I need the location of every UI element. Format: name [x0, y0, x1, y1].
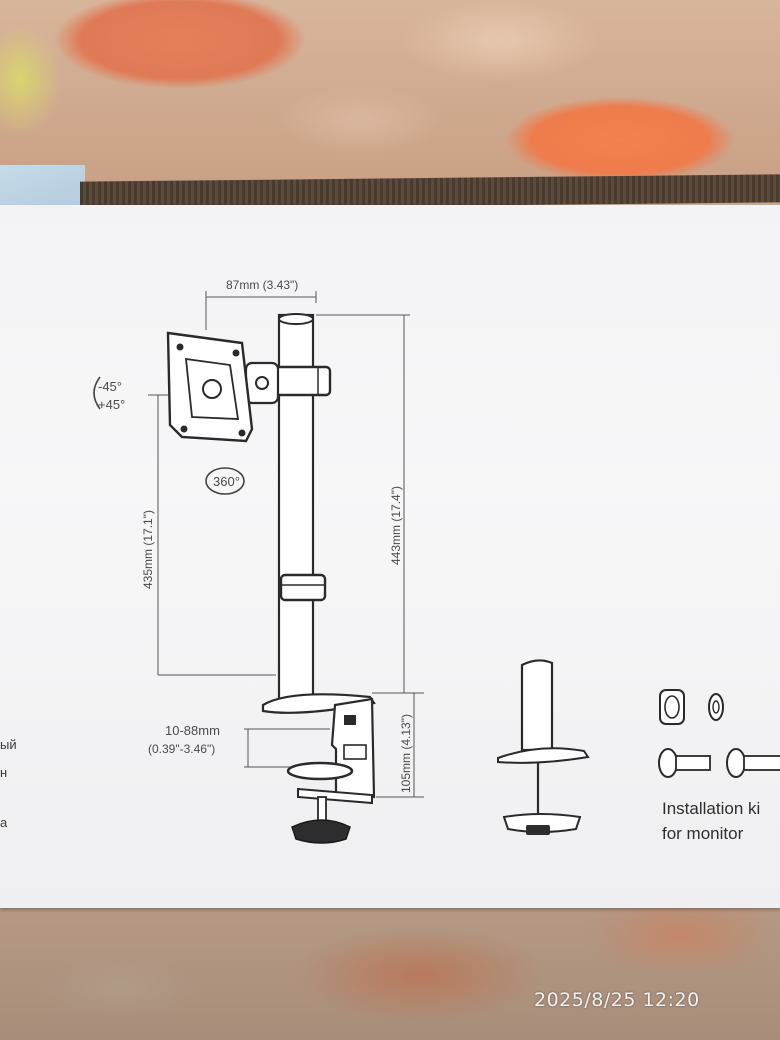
- tilt-joint: [244, 361, 280, 405]
- cut-off-text-3: а: [0, 815, 8, 830]
- cut-off-text-1: ый: [0, 737, 17, 752]
- height-collar: [279, 573, 327, 602]
- c-clamp: [330, 697, 376, 799]
- tilt-plus-label: +45°: [98, 397, 125, 412]
- carpet-background-top: [0, 0, 780, 200]
- clamp-knob: [291, 819, 351, 844]
- spacer-icon: [659, 689, 685, 725]
- base-plate: [261, 693, 376, 714]
- grommet-base: [502, 813, 582, 833]
- grommet-plate: [497, 747, 590, 764]
- clamp-height-label: 105mm (4.13"): [399, 714, 413, 793]
- total-height-label: 443mm (17.4"): [389, 486, 403, 565]
- photo-timestamp: 2025/8/25 12:20: [534, 989, 700, 1011]
- screw-long-icon: [726, 748, 746, 778]
- clamp-range-in-label: (0.39"-3.46"): [148, 742, 215, 756]
- pole-top: [278, 313, 314, 325]
- installation-kit-line2: for monitor: [662, 824, 744, 843]
- installation-kit-line1: Installation ki: [662, 799, 761, 818]
- box-panel: [0, 205, 780, 908]
- rotation-arrow-icon: [205, 467, 245, 495]
- grommet-pole: [520, 659, 554, 752]
- rotation-label: 360°: [213, 474, 240, 489]
- clamp-range-mm-label: 10-88mm: [165, 723, 220, 738]
- washer-icon: [708, 693, 724, 721]
- width-dimension-label: 87mm (3.43"): [226, 278, 298, 292]
- arm-clamp: [270, 365, 332, 397]
- tilt-arrow-icon: [93, 376, 101, 410]
- arm-height-label: 435mm (17.1"): [141, 510, 155, 589]
- carpet-background-bottom: [0, 905, 780, 1040]
- clamp-pad: [286, 761, 354, 781]
- cut-off-text-2: н: [0, 765, 8, 780]
- screw-short-icon: [658, 748, 678, 778]
- monitor-arm-diagram: 87mm (3.43") 443mm (17.4") 435mm (17.1")…: [93, 278, 780, 844]
- tilt-minus-label: -45°: [98, 379, 122, 394]
